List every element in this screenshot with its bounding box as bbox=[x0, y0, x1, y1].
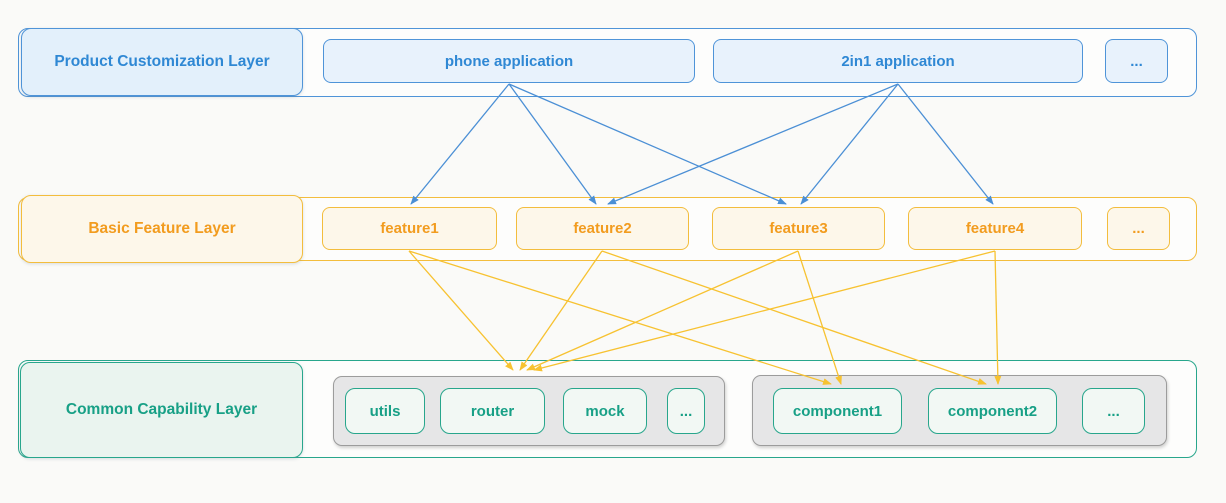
component1-node: component1 bbox=[773, 388, 902, 434]
feature3-node: feature3 bbox=[712, 207, 885, 250]
feature1-node: feature1 bbox=[322, 207, 497, 250]
edge-2in1-to-feature4 bbox=[897, 83, 994, 205]
edge-2in1-to-feature3 bbox=[800, 83, 899, 205]
edge-phone-to-feature3 bbox=[508, 83, 787, 205]
edge-feature2-to-utility-group bbox=[519, 250, 603, 371]
router-node: router bbox=[440, 388, 545, 434]
product-ellipsis-node: ... bbox=[1105, 39, 1168, 83]
edge-feature1-to-utility-group bbox=[408, 250, 514, 371]
edge-phone-to-feature1 bbox=[410, 83, 510, 205]
edge-feature3-to-utility-group bbox=[526, 250, 799, 371]
feature2-node: feature2 bbox=[516, 207, 689, 250]
utility-ellipsis-node: ... bbox=[667, 388, 705, 434]
component-ellipsis-node: ... bbox=[1082, 388, 1145, 434]
common-capability-layer-label: Common Capability Layer bbox=[20, 362, 303, 458]
2in1-application-node: 2in1 application bbox=[713, 39, 1083, 83]
phone-application-node: phone application bbox=[323, 39, 695, 83]
basic-feature-layer-label: Basic Feature Layer bbox=[21, 195, 303, 263]
product-customization-layer-label: Product Customization Layer bbox=[21, 28, 303, 96]
feature-ellipsis-node: ... bbox=[1107, 207, 1170, 250]
utils-node: utils bbox=[345, 388, 425, 434]
mock-node: mock bbox=[563, 388, 647, 434]
edge-2in1-to-feature2 bbox=[607, 83, 899, 205]
edge-phone-to-feature2 bbox=[508, 83, 597, 205]
component2-node: component2 bbox=[928, 388, 1057, 434]
feature4-node: feature4 bbox=[908, 207, 1082, 250]
edge-feature4-to-utility-group bbox=[533, 250, 996, 372]
